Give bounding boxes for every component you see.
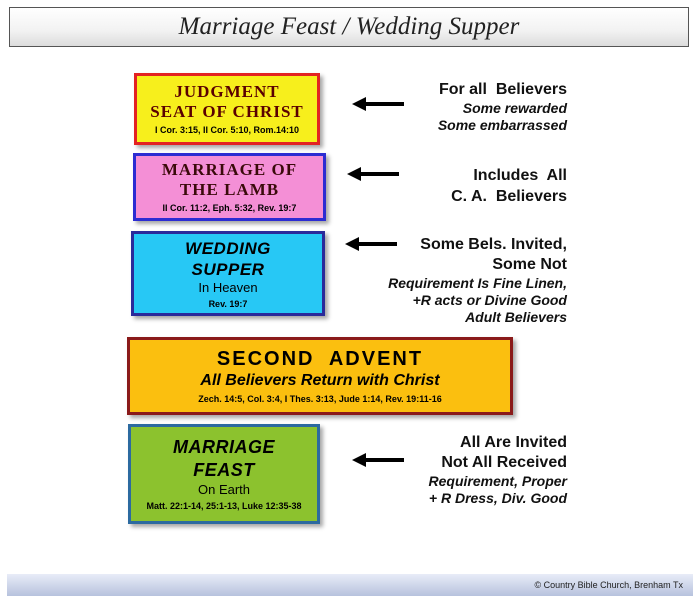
wedding-supper-title-line1: WEDDING <box>185 238 271 258</box>
note-line: Adult Believers <box>465 309 567 325</box>
marriage-feast-title-line1: MARRIAGE <box>173 437 275 457</box>
page-title: Marriage Feast / Wedding Supper <box>9 7 689 47</box>
note-line: Some Not <box>492 256 567 273</box>
wedding-supper-box: WEDDING SUPPER In Heaven Rev. 19:7 <box>131 231 325 316</box>
judgment-seat-title-line2: SEAT OF CHRIST <box>150 102 304 121</box>
judgment-seat-note: For all Believers Some rewarded Some emb… <box>438 80 567 134</box>
marriage-feast-reference: Matt. 22:1-14, 25:1-13, Luke 12:35-38 <box>146 501 302 511</box>
left-arrow-icon <box>345 237 397 251</box>
note-line: +R acts or Divine Good <box>412 292 567 308</box>
marriage-feast-note: All Are Invited Not All Received Require… <box>429 433 567 507</box>
marriage-of-lamb-reference: II Cor. 11:2, Eph. 5:32, Rev. 19:7 <box>162 203 297 213</box>
wedding-supper-reference: Rev. 19:7 <box>208 298 248 309</box>
second-advent-box: SECOND ADVENT All Believers Return with … <box>127 337 513 415</box>
left-arrow-icon <box>352 453 404 467</box>
note-line: Some Bels. Invited, <box>420 236 567 253</box>
note-line: Some rewarded <box>462 100 567 116</box>
judgment-seat-reference: I Cor. 3:15, II Cor. 5:10, Rom.14:10 <box>154 125 300 135</box>
note-line: Includes All <box>473 167 567 184</box>
note-line: Requirement Is Fine Linen, <box>388 275 567 291</box>
wedding-supper-subtitle: In Heaven <box>198 279 258 295</box>
marriage-of-lamb-note: Includes All C. A. Believers <box>451 165 567 207</box>
note-line: Not All Received <box>441 454 567 471</box>
marriage-feast-box: MARRIAGE FEAST On Earth Matt. 22:1-14, 2… <box>128 424 320 524</box>
note-line: For all Believers <box>438 81 567 98</box>
marriage-of-lamb-box: MARRIAGE OF THE LAMB II Cor. 11:2, Eph. … <box>133 153 326 221</box>
note-line: All Are Invited <box>460 434 567 451</box>
wedding-supper-title-line2: SUPPER <box>191 259 265 279</box>
marriage-feast-subtitle: On Earth <box>197 482 251 497</box>
footer-bar: © Country Bible Church, Brenham Tx <box>7 574 693 596</box>
note-line: Some embarrassed <box>437 117 567 133</box>
left-arrow-icon <box>347 167 399 181</box>
note-line: Requirement, Proper <box>428 473 567 489</box>
judgment-seat-box: JUDGMENT SEAT OF CHRIST I Cor. 3:15, II … <box>134 73 320 145</box>
copyright-text: © Country Bible Church, Brenham Tx <box>534 580 683 590</box>
note-line: + R Dress, Div. Good <box>428 490 567 506</box>
left-arrow-icon <box>352 97 404 111</box>
marriage-of-lamb-title-line1: MARRIAGE OF <box>161 160 298 179</box>
second-advent-reference: Zech. 14:5, Col. 3:4, I Thes. 3:13, Jude… <box>198 394 442 404</box>
wedding-supper-note: Some Bels. Invited, Some Not Requirement… <box>388 235 567 326</box>
second-advent-title: SECOND ADVENT <box>216 348 424 370</box>
second-advent-subtitle: All Believers Return with Christ <box>200 372 440 389</box>
judgment-seat-title-line1: JUDGMENT <box>174 82 280 101</box>
marriage-of-lamb-title-line2: THE LAMB <box>179 180 280 199</box>
marriage-feast-title-line2: FEAST <box>193 460 255 480</box>
note-line: C. A. Believers <box>451 188 567 205</box>
